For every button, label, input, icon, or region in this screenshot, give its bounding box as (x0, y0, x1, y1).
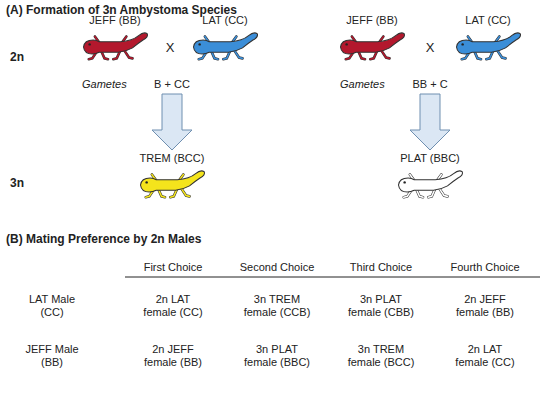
column-header: Third Choice (350, 261, 412, 274)
salamander-figure (395, 167, 465, 203)
ploidy-label: 3n (10, 176, 24, 190)
table-cell: 2n LAT female (CC) (139, 293, 208, 319)
table-cell: 2n JEFF female (BB) (139, 343, 208, 369)
panel-title: (A) Formation of 3n Ambystoma Species (6, 3, 237, 17)
cross-symbol: X (166, 40, 175, 56)
species-label: TREM (BCC) (140, 152, 205, 165)
gamete-genome: BB + C (412, 78, 447, 91)
gametes-label: Gametes (82, 78, 127, 91)
salamander-figure (190, 29, 260, 65)
salamander-figure (80, 29, 150, 65)
table-cell: 2n LAT female (CC) (451, 343, 520, 369)
table-cell: 3n TREM female (CCB) (243, 293, 312, 319)
block-arrow (152, 94, 192, 150)
block-arrow (410, 94, 450, 150)
table-rule (125, 277, 540, 278)
row-header: LAT Male (CC) (23, 293, 81, 319)
gametes-label: Gametes (340, 78, 385, 91)
salamander-figure (337, 29, 407, 65)
species-figure: TREM (BCC) (122, 152, 222, 203)
table-cell: 3n PLAT female (BBC) (243, 343, 312, 369)
table-cell: 3n TREM female (BCC) (347, 343, 416, 369)
column-header: Fourth Choice (450, 261, 519, 274)
species-label: LAT (CC) (465, 14, 510, 27)
ploidy-label: 2n (10, 50, 24, 64)
cross-symbol: X (426, 40, 435, 56)
table-cell: 3n PLAT female (CBB) (347, 293, 416, 319)
species-figure: LAT (CC) (175, 14, 275, 65)
column-header: Second Choice (240, 261, 315, 274)
panel-title: (B) Mating Preference by 2n Males (6, 232, 201, 246)
species-label: JEFF (BB) (346, 14, 397, 27)
species-figure: JEFF (BB) (65, 14, 165, 65)
gamete-genome: B + CC (154, 78, 190, 91)
species-figure: JEFF (BB) (322, 14, 422, 65)
row-header: JEFF Male (BB) (23, 343, 81, 369)
column-header: First Choice (144, 261, 203, 274)
species-figure: PLAT (BBC) (380, 152, 480, 203)
table-cell: 2n JEFF female (BB) (451, 293, 520, 319)
species-label: PLAT (BBC) (400, 152, 460, 165)
salamander-figure (137, 167, 207, 203)
salamander-figure (453, 29, 523, 65)
species-figure: LAT (CC) (438, 14, 538, 65)
